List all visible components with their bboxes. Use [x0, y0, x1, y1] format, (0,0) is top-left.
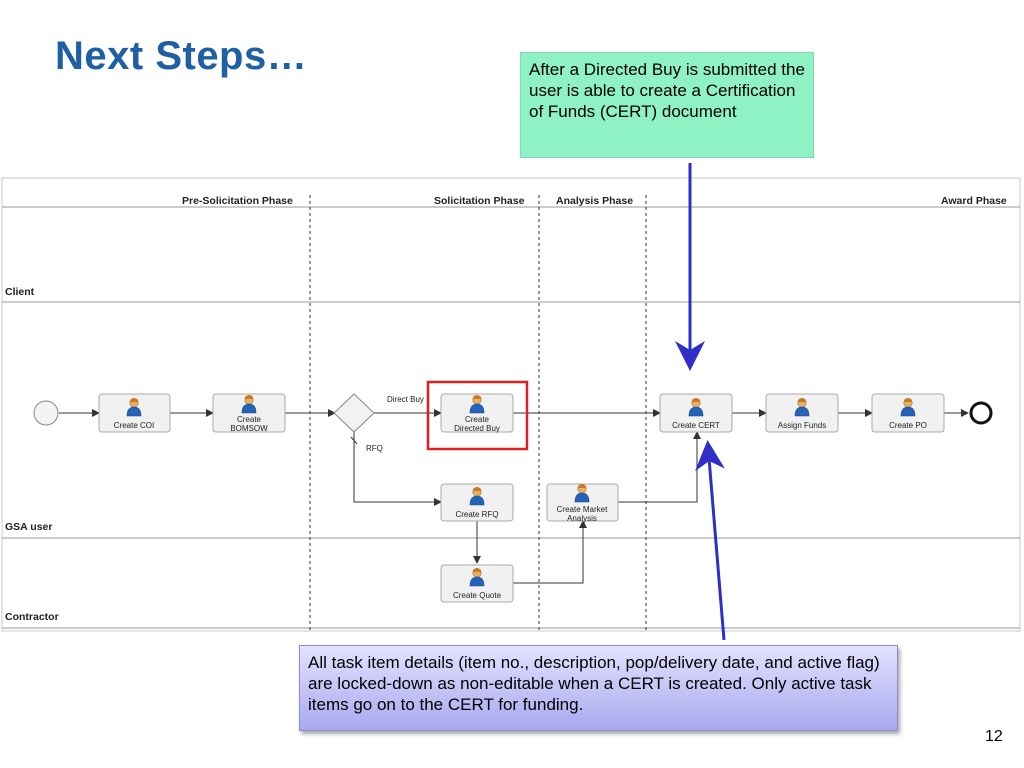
task-create-cert: Create CERT	[659, 393, 733, 433]
task-create-directed-buy: Create Directed Buy	[440, 393, 514, 433]
task-create-quote: Create Quote	[440, 564, 514, 603]
decision-gateway	[333, 393, 375, 433]
page-number: 12	[985, 728, 1003, 745]
task-assign-funds: Assign Funds	[765, 393, 839, 433]
callout-locked-items: All task item details (item no., descrip…	[299, 645, 898, 731]
task-label-create-market-analysis-2: Analysis	[567, 514, 597, 523]
task-label-create-rfq: Create RFQ	[455, 510, 498, 519]
start-event	[33, 400, 59, 426]
highlight-box	[426, 380, 529, 451]
task-label-create-directed-buy-2: Directed Buy	[454, 424, 500, 433]
phase-award: Award Phase	[941, 195, 1007, 207]
task-create-market-analysis: Create Market Analysis	[546, 483, 619, 523]
phase-solicitation: Solicitation Phase	[434, 195, 525, 207]
task-create-po: Create PO	[871, 393, 945, 433]
lane-client: Client	[5, 286, 35, 298]
lane-gsa-user: GSA user	[5, 521, 52, 533]
task-create-bomsow: Create BOMSOW	[212, 393, 286, 433]
phase-pre-solicitation: Pre-Solicitation Phase	[182, 195, 293, 207]
task-label-create-po: Create PO	[889, 421, 927, 430]
phase-analysis: Analysis Phase	[556, 195, 633, 207]
task-label-create-bomsow-1: Create	[237, 415, 262, 424]
task-label-assign-funds: Assign Funds	[778, 421, 826, 430]
task-label-create-directed-buy-1: Create	[465, 415, 490, 424]
task-label-create-market-analysis-1: Create Market	[557, 505, 608, 514]
task-create-rfq: Create RFQ	[440, 483, 514, 522]
slide-title: Next Steps…	[55, 34, 308, 78]
flow-label-rfq: RFQ	[366, 444, 383, 453]
end-event	[969, 401, 993, 425]
callout-cert-info: After a Directed Buy is submitted the us…	[520, 52, 814, 158]
flow-label-direct-buy: Direct Buy	[387, 395, 424, 404]
task-label-create-cert: Create CERT	[672, 421, 720, 430]
task-create-coi: Create COI	[98, 393, 171, 433]
task-label-create-quote: Create Quote	[453, 591, 502, 600]
task-label-create-bomsow-2: BOMSOW	[230, 424, 268, 433]
task-label-create-coi: Create COI	[114, 421, 154, 430]
callout-arrow-bottom	[695, 440, 726, 641]
lane-contractor: Contractor	[5, 611, 59, 623]
